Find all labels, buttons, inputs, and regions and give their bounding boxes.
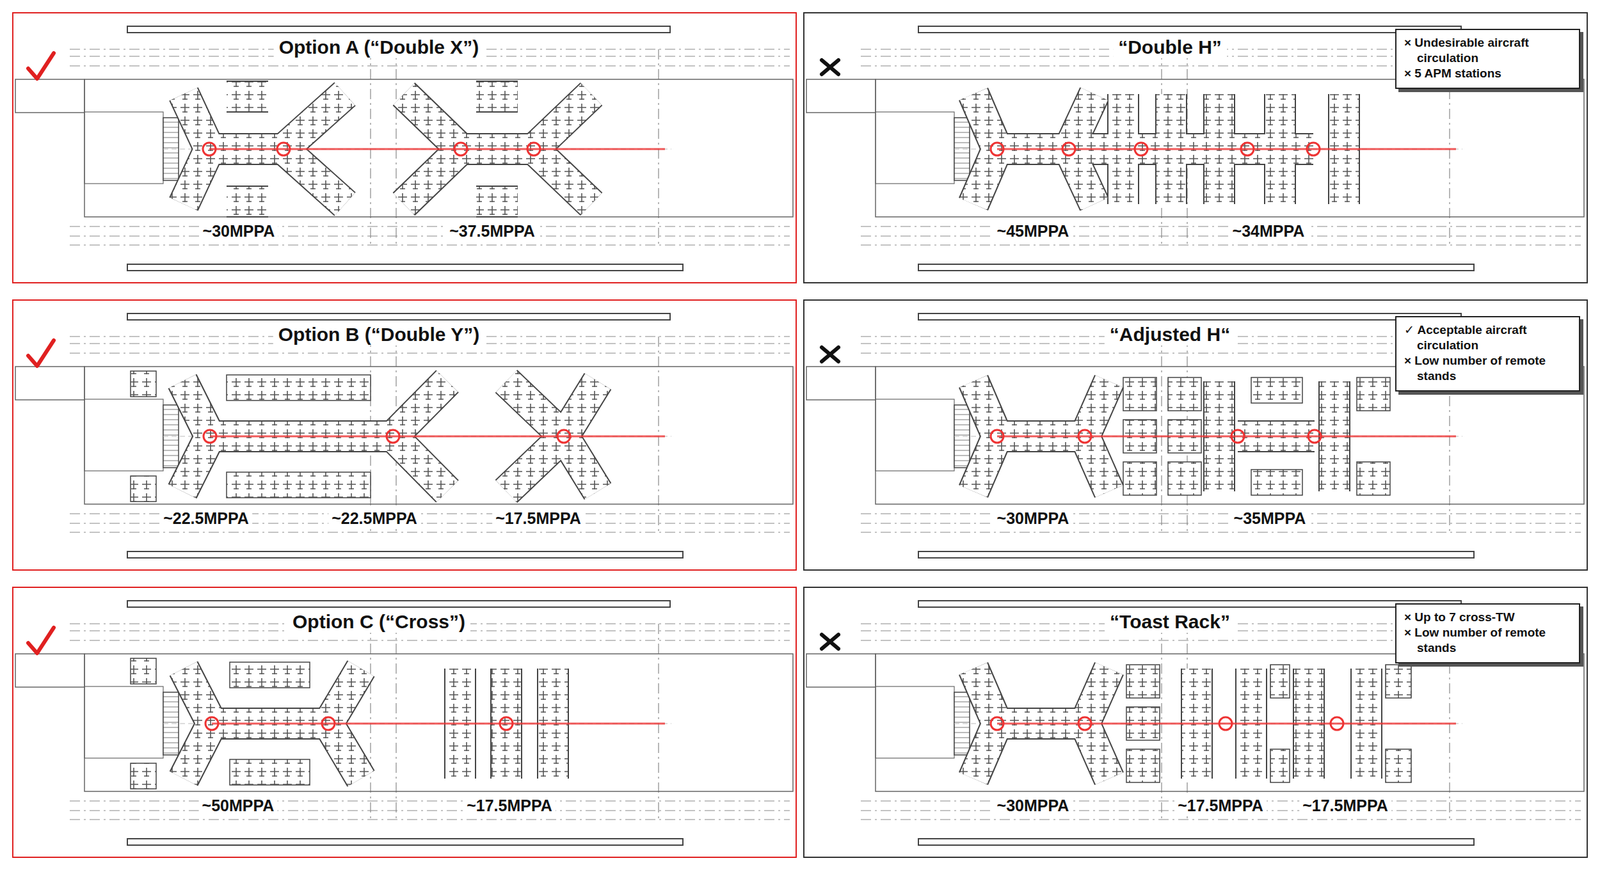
option-panel: Option B (“Double Y”) ~22.5MPPA ~22.5MPPA ~… — [12, 299, 797, 571]
panel-title: “Toast Rack” — [1104, 611, 1236, 633]
capacity-label: ~30MPPA — [993, 509, 1073, 528]
callout-bullet: ✓ Acceptable aircraft circulation — [1404, 322, 1572, 354]
capacity-label: ~37.5MPPA — [446, 222, 539, 241]
panel-title: Option C (“Cross”) — [287, 611, 471, 633]
rejected-panel: “Toast Rack” × Up to 7 cross-TW× Low numb… — [803, 586, 1588, 859]
option-panel: Option A (“Double X”) ~30MPPA ~37.5MPPA — [12, 12, 797, 284]
capacity-label: ~34MPPA — [1229, 222, 1309, 241]
toast-rack-plan — [806, 600, 1584, 846]
capacity-label: ~35MPPA — [1230, 509, 1310, 528]
option-c-plan — [15, 600, 793, 846]
capacity-label: ~30MPPA — [993, 796, 1073, 816]
adjusted-h-plan — [806, 313, 1584, 559]
capacity-label: ~17.5MPPA — [492, 509, 585, 528]
panel-title: “Double H” — [1112, 36, 1227, 59]
panel-title: Option A (“Double X”) — [273, 36, 485, 59]
double-h-plan — [806, 26, 1584, 271]
capacity-label: ~30MPPA — [199, 222, 279, 241]
assessment-callout: × Up to 7 cross-TW× Low number of remote… — [1395, 603, 1581, 664]
option-b-plan — [15, 313, 793, 559]
capacity-label: ~17.5MPPA — [1174, 796, 1267, 816]
callout-bullet: × Low number of remote stands — [1404, 353, 1572, 384]
capacity-label: ~50MPPA — [199, 796, 278, 816]
callout-bullet: × Undesirable aircraft circulation — [1404, 35, 1572, 66]
callout-bullet: × 5 APM stations — [1404, 65, 1572, 82]
capacity-label: ~17.5MPPA — [1299, 796, 1392, 816]
capacity-label: ~17.5MPPA — [463, 796, 556, 816]
panel-title: Option B (“Double Y”) — [273, 323, 485, 346]
capacity-label: ~22.5MPPA — [160, 509, 253, 528]
callout-bullet: × Up to 7 cross-TW — [1404, 609, 1572, 626]
capacity-label: ~22.5MPPA — [328, 509, 421, 528]
panel-title: “Adjusted H“ — [1104, 323, 1236, 346]
capacity-label: ~45MPPA — [993, 222, 1073, 241]
option-a-plan — [15, 26, 793, 271]
assessment-callout: ✓ Acceptable aircraft circulation× Low n… — [1395, 316, 1581, 392]
rejected-panel: “Adjusted H“ ✓ Acceptable aircraft circul… — [803, 299, 1588, 571]
rejected-panel: “Double H” × Undesirable aircraft circula… — [803, 12, 1588, 284]
callout-bullet: × Low number of remote stands — [1404, 625, 1572, 656]
assessment-callout: × Undesirable aircraft circulation× 5 AP… — [1395, 28, 1581, 89]
option-panel: Option C (“Cross”) ~50MPPA ~17.5MPPA — [12, 586, 797, 859]
